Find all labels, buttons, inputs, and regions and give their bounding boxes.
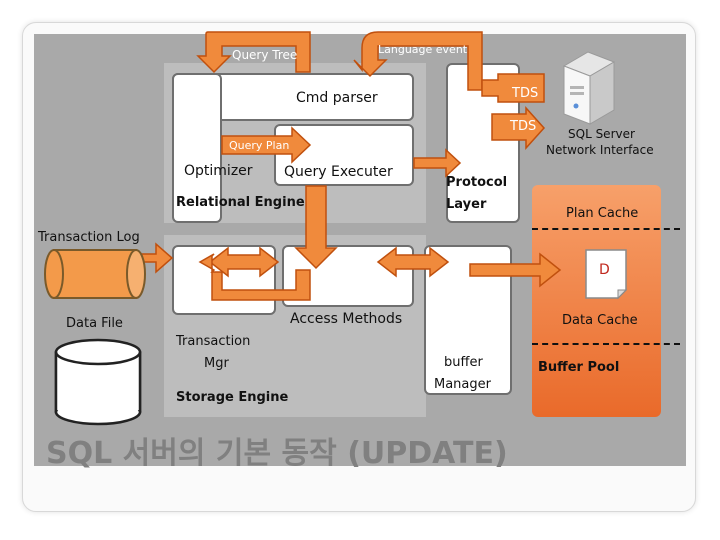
buffer-pool-label: Buffer Pool (538, 360, 620, 375)
tds-top-arrow (481, 73, 545, 103)
slide-title: SQL 서버의 기본 동작 (UPDATE) (46, 436, 508, 471)
transaction-mgr-label-2: Mgr (204, 356, 229, 371)
optimizer-label: Optimizer (184, 163, 253, 179)
protocol-label-1: Protocol (446, 175, 508, 190)
access-buffer-double-arrow (376, 246, 450, 278)
storage-engine-label: Storage Engine (176, 390, 289, 405)
query-tree-label: Query Tree (232, 48, 298, 62)
tds-bottom-arrow (491, 106, 546, 150)
data-file-label: Data File (66, 316, 123, 331)
buffer-manager-label-2: Manager (434, 377, 491, 392)
executer-to-protocol-arrow (413, 148, 462, 178)
data-cache-divider (532, 343, 680, 345)
trans-access-double-arrow (208, 246, 280, 278)
query-executer-label: Query Executer (284, 164, 393, 180)
plan-cache-divider (532, 228, 680, 230)
cylinder-icon (44, 249, 146, 299)
buffer-manager-label-1: buffer (444, 355, 483, 370)
transaction-mgr-label-1: Transaction (176, 334, 251, 349)
network-interface-label-1: SQL Server (568, 127, 635, 141)
query-plan-arrow (221, 126, 312, 164)
query-tree-box (172, 73, 222, 223)
page-d-label: D (599, 262, 610, 278)
tds-top-label: TDS (512, 86, 539, 101)
transaction-log-label: Transaction Log (38, 230, 140, 245)
tds-bottom-label: TDS (510, 119, 537, 134)
server-icon (562, 51, 616, 125)
protocol-label-2: Layer (446, 197, 487, 212)
language-event-label: Language event (378, 43, 468, 56)
query-tree-arrow (196, 31, 311, 74)
database-icon (54, 338, 142, 426)
cmd-parser-label: Cmd parser (296, 90, 378, 106)
query-plan-label: Query Plan (229, 139, 290, 152)
network-interface-label-2: Network Interface (546, 143, 654, 157)
buffer-pool-region (532, 185, 661, 417)
document-page-icon (585, 249, 628, 300)
relational-engine-label: Relational Engine (176, 195, 305, 210)
plan-cache-label: Plan Cache (566, 206, 639, 221)
data-cache-label: Data Cache (562, 313, 638, 328)
access-methods-label: Access Methods (290, 311, 403, 327)
language-event-arrow (353, 31, 483, 91)
storage-elbow-arrow (198, 253, 311, 301)
executer-to-access-arrow (294, 185, 338, 270)
buffer-to-cache-arrow (469, 252, 562, 288)
